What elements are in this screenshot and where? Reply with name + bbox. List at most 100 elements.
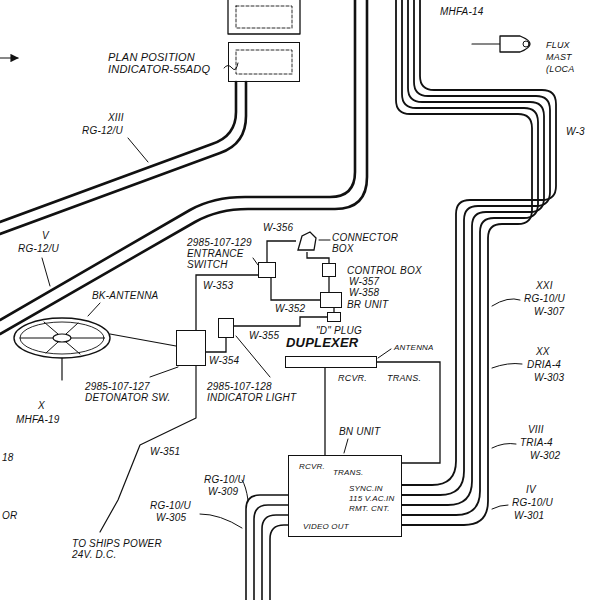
callout-label: RG-10/U xyxy=(204,474,245,485)
cable xyxy=(402,0,538,515)
leader-line xyxy=(492,505,508,509)
cable xyxy=(246,495,288,600)
component-box: PLAN POSITION INDICATOR-55ADQ xyxy=(228,42,300,82)
callout-label: (LOCA xyxy=(546,64,575,75)
callout-label: TRIA-4 xyxy=(520,437,553,448)
leader-line xyxy=(378,349,391,358)
callout-label: DRIA-4 xyxy=(527,359,561,370)
wire-label: W-355 xyxy=(248,330,280,341)
callout-label: BK-ANTENNA xyxy=(92,290,158,301)
component-box: 2985-107-128 INDICATOR LIGHT xyxy=(218,318,234,338)
cable xyxy=(0,0,367,334)
leader-line xyxy=(492,444,516,449)
antenna-mast xyxy=(61,358,62,380)
component-label: ANTENNA xyxy=(394,343,434,352)
component-label: CONNECTOR BOX xyxy=(332,232,406,254)
callout-label: RG-10/U xyxy=(512,497,553,508)
component-label: SYNC.IN xyxy=(349,484,383,493)
component-label: VIDEO OUT xyxy=(303,522,349,531)
component-label: TRANS. xyxy=(333,468,364,477)
component-box: "D" PLUG xyxy=(327,312,341,322)
cable xyxy=(254,505,288,600)
wire-connector xyxy=(234,317,327,326)
wire-connector xyxy=(196,275,258,330)
component-label: BR UNIT xyxy=(347,299,388,310)
callout-label: MHFA-19 xyxy=(16,414,59,425)
callout-label: VIII xyxy=(528,424,544,435)
callout-label: W-301 xyxy=(514,510,544,521)
component-label: TRANS. xyxy=(387,373,421,383)
component-label: DUPLEXER xyxy=(286,336,358,350)
cable xyxy=(0,82,246,234)
callout-label: RG-12/U xyxy=(18,243,59,254)
component-box: 2985-107-127 DETONATOR SW. xyxy=(176,330,206,366)
housing-detail xyxy=(236,50,292,74)
leader-line xyxy=(492,364,522,369)
leader-line xyxy=(150,367,178,377)
callout-label: TO SHIPS POWER 24V. D.C. xyxy=(72,538,168,560)
antenna-hub xyxy=(53,334,71,342)
cable xyxy=(402,0,550,495)
callout-label: MAST xyxy=(546,52,572,63)
component-label: 115 V.AC.IN xyxy=(349,494,394,503)
wire-connector xyxy=(324,368,325,455)
indicator-housing xyxy=(228,0,300,34)
cable xyxy=(402,0,556,485)
antenna-wheel xyxy=(14,318,110,358)
callout-label: RG-10/U xyxy=(524,293,565,304)
component-label: RCVR. xyxy=(299,462,325,471)
wire-connector xyxy=(271,278,320,300)
leader-line xyxy=(319,240,330,241)
leader-line xyxy=(200,514,242,528)
callout-label: 18 xyxy=(2,452,14,463)
component-box: BN UNITRCVR.TRANS.SYNC.IN115 V.AC.INRMT.… xyxy=(288,455,402,537)
component-box: CONNECTOR BOX xyxy=(296,230,318,252)
wire-label: W-352 xyxy=(274,303,306,314)
leader-line xyxy=(492,299,520,306)
callout-label: MHFA-14 xyxy=(440,6,483,17)
callout-label: W-303 xyxy=(534,372,564,383)
cable xyxy=(402,0,544,505)
flux-valve-symbol xyxy=(500,36,530,52)
cable xyxy=(0,82,236,222)
flow-arrow xyxy=(0,57,18,58)
wire-label: W-356 xyxy=(262,222,294,233)
callout-label: W-305 xyxy=(156,512,186,523)
component-box: DUPLEXERANTENNARCVR.TRANS. xyxy=(285,356,377,368)
callout-label: XX xyxy=(536,346,550,357)
callout-label: X xyxy=(38,400,45,411)
cable xyxy=(262,515,288,600)
leader-line xyxy=(128,138,148,162)
component-label: 2985-107-129 ENTRANCE SWITCH xyxy=(187,237,253,270)
wire-label: W-357 xyxy=(348,276,380,287)
wire-connector xyxy=(206,338,226,352)
callout-label: RG-10/U xyxy=(150,500,191,511)
wire-connector xyxy=(307,252,329,263)
wire-label: W-358 xyxy=(348,287,380,298)
cable xyxy=(396,0,532,525)
connector-box-outline xyxy=(298,232,316,250)
component-label: RMT. CNT. xyxy=(349,504,390,513)
antenna-wheel xyxy=(20,322,104,354)
callout-label: W-351 xyxy=(150,446,180,457)
cable xyxy=(270,525,288,600)
component-label: RCVR. xyxy=(338,373,367,383)
connector-box-outline xyxy=(296,230,318,252)
component-label: 2985-107-128 INDICATOR LIGHT xyxy=(207,381,307,403)
callout-label: W-309 xyxy=(208,486,238,497)
leader-line xyxy=(236,336,270,377)
callout-label: W-302 xyxy=(530,450,560,461)
component-box: BR UNIT xyxy=(320,292,342,308)
component-label: CONTROL BOX xyxy=(347,265,422,276)
callout-label: IV xyxy=(526,484,536,495)
wire-connector xyxy=(267,241,296,262)
wire-connector xyxy=(377,362,440,463)
component-label: PLAN POSITION INDICATOR-55ADQ xyxy=(108,51,223,75)
callout-label: XXI xyxy=(536,280,553,291)
leader-line xyxy=(224,63,238,70)
flux-valve-symbol xyxy=(523,41,529,47)
wire-label: W-353 xyxy=(202,280,234,291)
callout-label: XIII xyxy=(108,112,124,123)
component-box: 2985-107-129 ENTRANCE SWITCH xyxy=(258,262,276,278)
